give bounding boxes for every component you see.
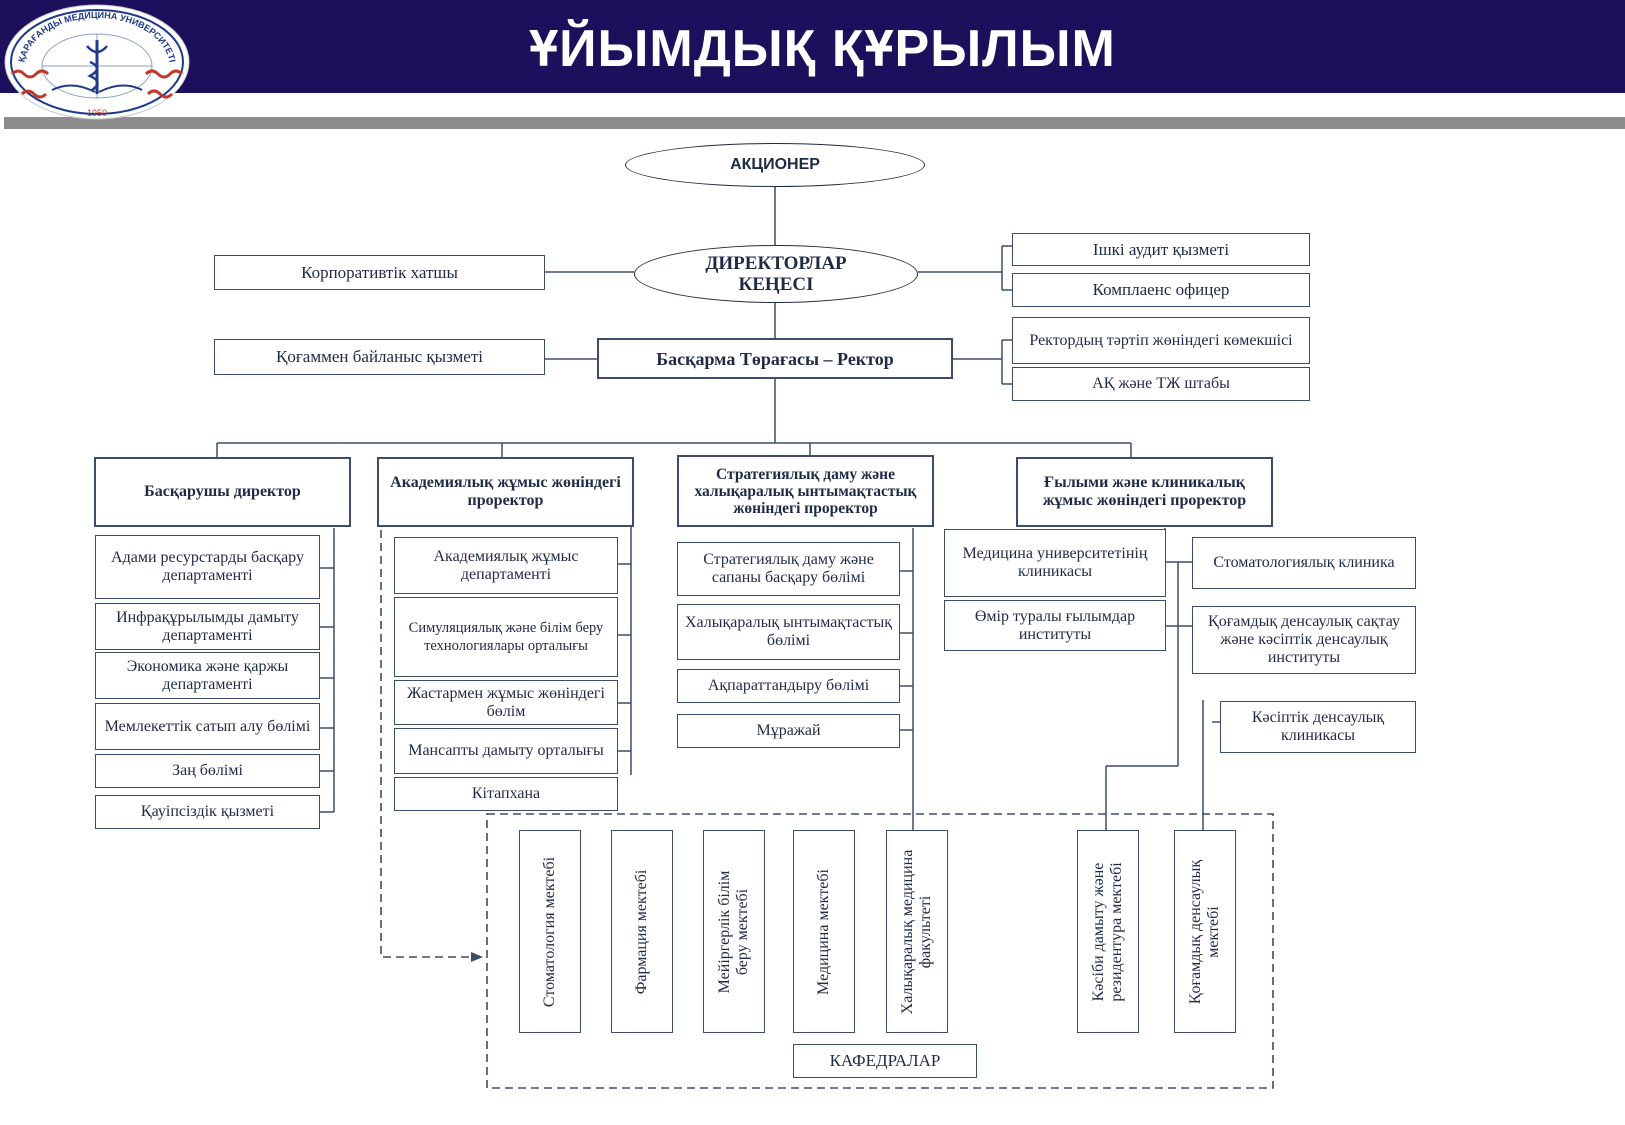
ac-item-label: Кітапхана <box>471 785 541 802</box>
rector-assistant-label: Ректордың тәртіп жөніндегі көмекшісі <box>1029 331 1293 349</box>
university-logo: ҚАРАҒАНДЫ МЕДИЦИНА УНИВЕРСИТЕТІ 1950 <box>4 4 190 120</box>
md-item-label: Мемлекеттік сатып алу бөлімі <box>104 717 311 735</box>
md-item-label: Адами ресурстарды басқару департаменті <box>111 549 304 584</box>
ac-item-label: Мансапты дамыту орталығы <box>408 742 604 759</box>
managing-director-title: Басқарушы директор <box>144 483 301 500</box>
ac-item-4: Мансапты дамыту орталығы <box>394 728 618 774</box>
ac-item-label: Симуляциялық және білім беру технологиял… <box>408 620 604 654</box>
public-relations-label: Қоғаммен байланыс қызметі <box>275 347 483 366</box>
school-label: Стоматология мектебі <box>541 856 558 1007</box>
rector-label: Басқарма Төрағасы – Ректор <box>656 348 894 369</box>
school-label: Қоғамдық денсаулық мектебі <box>1187 859 1222 1004</box>
managing-director-box: Басқарушы директор <box>94 457 351 527</box>
corp-secretary-box: Корпоративтік хатшы <box>214 255 545 290</box>
st-item-label: Мұражай <box>756 722 821 739</box>
md-item-4: Мемлекеттік сатып алу бөлімі <box>95 703 320 750</box>
compliance-label: Комплаенс офицер <box>1092 280 1230 299</box>
school-label: Кәсіби дамыту және резидентура мектебі <box>1090 861 1125 1002</box>
md-item-1: Адами ресурстарды басқару департаменті <box>95 535 320 599</box>
page-title: ҰЙЫМДЫҚ ҚҰРЫЛЫМ <box>529 20 1116 78</box>
shareholder-label: АКЦИОНЕР <box>730 156 820 173</box>
ac-item-2: Симуляциялық және білім беру технологиял… <box>394 597 618 677</box>
school-nursing: Мейіргерлік білім беру мектебі <box>703 830 765 1033</box>
departments-box: КАФЕДРАЛАР <box>793 1044 977 1078</box>
svg-text:1950: 1950 <box>87 108 107 118</box>
academic-vicerector-box: Академиялық жұмыс жөніндегі проректор <box>377 457 634 527</box>
ac-item-label: Академиялық жұмыс департаменті <box>433 547 579 583</box>
sc-item-label: Стоматологиялық клиника <box>1213 554 1395 571</box>
strategic-vicerector-title: Стратегиялық даму және халықаралық ынтым… <box>694 465 917 517</box>
public-relations-box: Қоғаммен байланыс қызметі <box>214 339 545 375</box>
rector-assistant-box: Ректордың тәртіп жөніндегі көмекшісі <box>1012 317 1310 364</box>
internal-audit-box: Ішкі аудит қызметі <box>1012 233 1310 266</box>
shareholder-ellipse: АКЦИОНЕР <box>625 143 925 187</box>
civil-defense-label: АҚ және ТЖ штабы <box>1092 375 1230 392</box>
st-item-1: Стратегиялық даму және сапаны басқару бө… <box>677 542 900 596</box>
compliance-box: Комплаенс офицер <box>1012 273 1310 307</box>
ac-item-label: Жастармен жұмыс жөніндегі бөлім <box>407 684 605 720</box>
science-vicerector-title: Ғылыми және клиникалық жұмыс жөніндегі п… <box>1042 474 1247 509</box>
sc-right-item-2: Қоғамдық денсаулық сақтау және кәсіптік … <box>1192 606 1416 674</box>
board-ellipse: ДИРЕКТОРЛАР КЕҢЕСІ <box>634 245 918 303</box>
st-item-label: Стратегиялық даму және сапаны басқару бө… <box>703 551 874 586</box>
civil-defense-box: АҚ және ТЖ штабы <box>1012 367 1310 401</box>
school-medicine: Медицина мектебі <box>793 830 855 1033</box>
school-pharmacy: Фармация мектебі <box>611 830 673 1033</box>
md-item-label: Экономика және қаржы департаменті <box>126 657 289 693</box>
st-item-label: Ақпараттандыру бөлімі <box>707 677 870 694</box>
divider-bar <box>4 117 1625 129</box>
sc-left-item-1: Медицина университетінің клиникасы <box>944 529 1166 597</box>
sc-left-item-2: Өмір туралы ғылымдар институты <box>944 600 1166 651</box>
rector-box: Басқарма Төрағасы – Ректор <box>597 338 953 379</box>
departments-label: КАФЕДРАЛАР <box>829 1051 941 1070</box>
school-dentistry: Стоматология мектебі <box>519 830 581 1033</box>
md-item-3: Экономика және қаржы департаменті <box>95 652 320 699</box>
st-item-2: Халықаралық ынтымақтастық бөлімі <box>677 604 900 660</box>
md-item-2: Инфрақұрылымды дамыту департаменті <box>95 603 320 650</box>
science-vicerector-box: Ғылыми және клиникалық жұмыс жөніндегі п… <box>1016 457 1273 527</box>
sc-item-label: Өмір туралы ғылымдар институты <box>974 607 1136 643</box>
sc-item-label: Кәсіптік денсаулық клиникасы <box>1251 709 1385 744</box>
school-public-health: Қоғамдық денсаулық мектебі <box>1174 830 1236 1033</box>
sc-item-label: Қоғамдық денсаулық сақтау және кәсіптік … <box>1208 613 1400 666</box>
sc-right-item-3: Кәсіптік денсаулық клиникасы <box>1220 701 1416 753</box>
ac-item-3: Жастармен жұмыс жөніндегі бөлім <box>394 680 618 725</box>
st-item-label: Халықаралық ынтымақтастық бөлімі <box>684 614 892 649</box>
school-label: Фармация мектебі <box>633 869 650 994</box>
school-label: Халықаралық медицина факультеті <box>899 849 934 1014</box>
md-item-label: Қауіпсіздік қызметі <box>140 803 275 820</box>
sc-item-label: Медицина университетінің клиникасы <box>962 545 1148 580</box>
md-item-6: Қауіпсіздік қызметі <box>95 795 320 829</box>
md-item-5: Заң бөлімі <box>95 754 320 788</box>
ac-item-1: Академиялық жұмыс департаменті <box>394 537 618 594</box>
internal-audit-label: Ішкі аудит қызметі <box>1092 239 1230 259</box>
strategic-vicerector-box: Стратегиялық даму және халықаралық ынтым… <box>677 455 934 527</box>
academic-vicerector-title: Академиялық жұмыс жөніндегі проректор <box>390 474 621 509</box>
board-label: ДИРЕКТОРЛАР КЕҢЕСІ <box>705 253 847 295</box>
ac-item-5: Кітапхана <box>394 777 618 811</box>
md-item-label: Инфрақұрылымды дамыту департаменті <box>116 608 299 644</box>
school-label: Мейіргерлік білім беру мектебі <box>716 870 751 993</box>
school-label: Медицина мектебі <box>815 868 832 995</box>
header-bar <box>0 0 1625 93</box>
md-item-label: Заң бөлімі <box>172 762 243 779</box>
sc-right-item-1: Стоматологиялық клиника <box>1192 537 1416 589</box>
school-international: Халықаралық медицина факультеті <box>886 830 948 1033</box>
school-residency: Кәсіби дамыту және резидентура мектебі <box>1077 830 1139 1033</box>
corp-secretary-label: Корпоративтік хатшы <box>301 262 458 282</box>
st-item-3: Ақпараттандыру бөлімі <box>677 669 900 703</box>
st-item-4: Мұражай <box>677 714 900 748</box>
